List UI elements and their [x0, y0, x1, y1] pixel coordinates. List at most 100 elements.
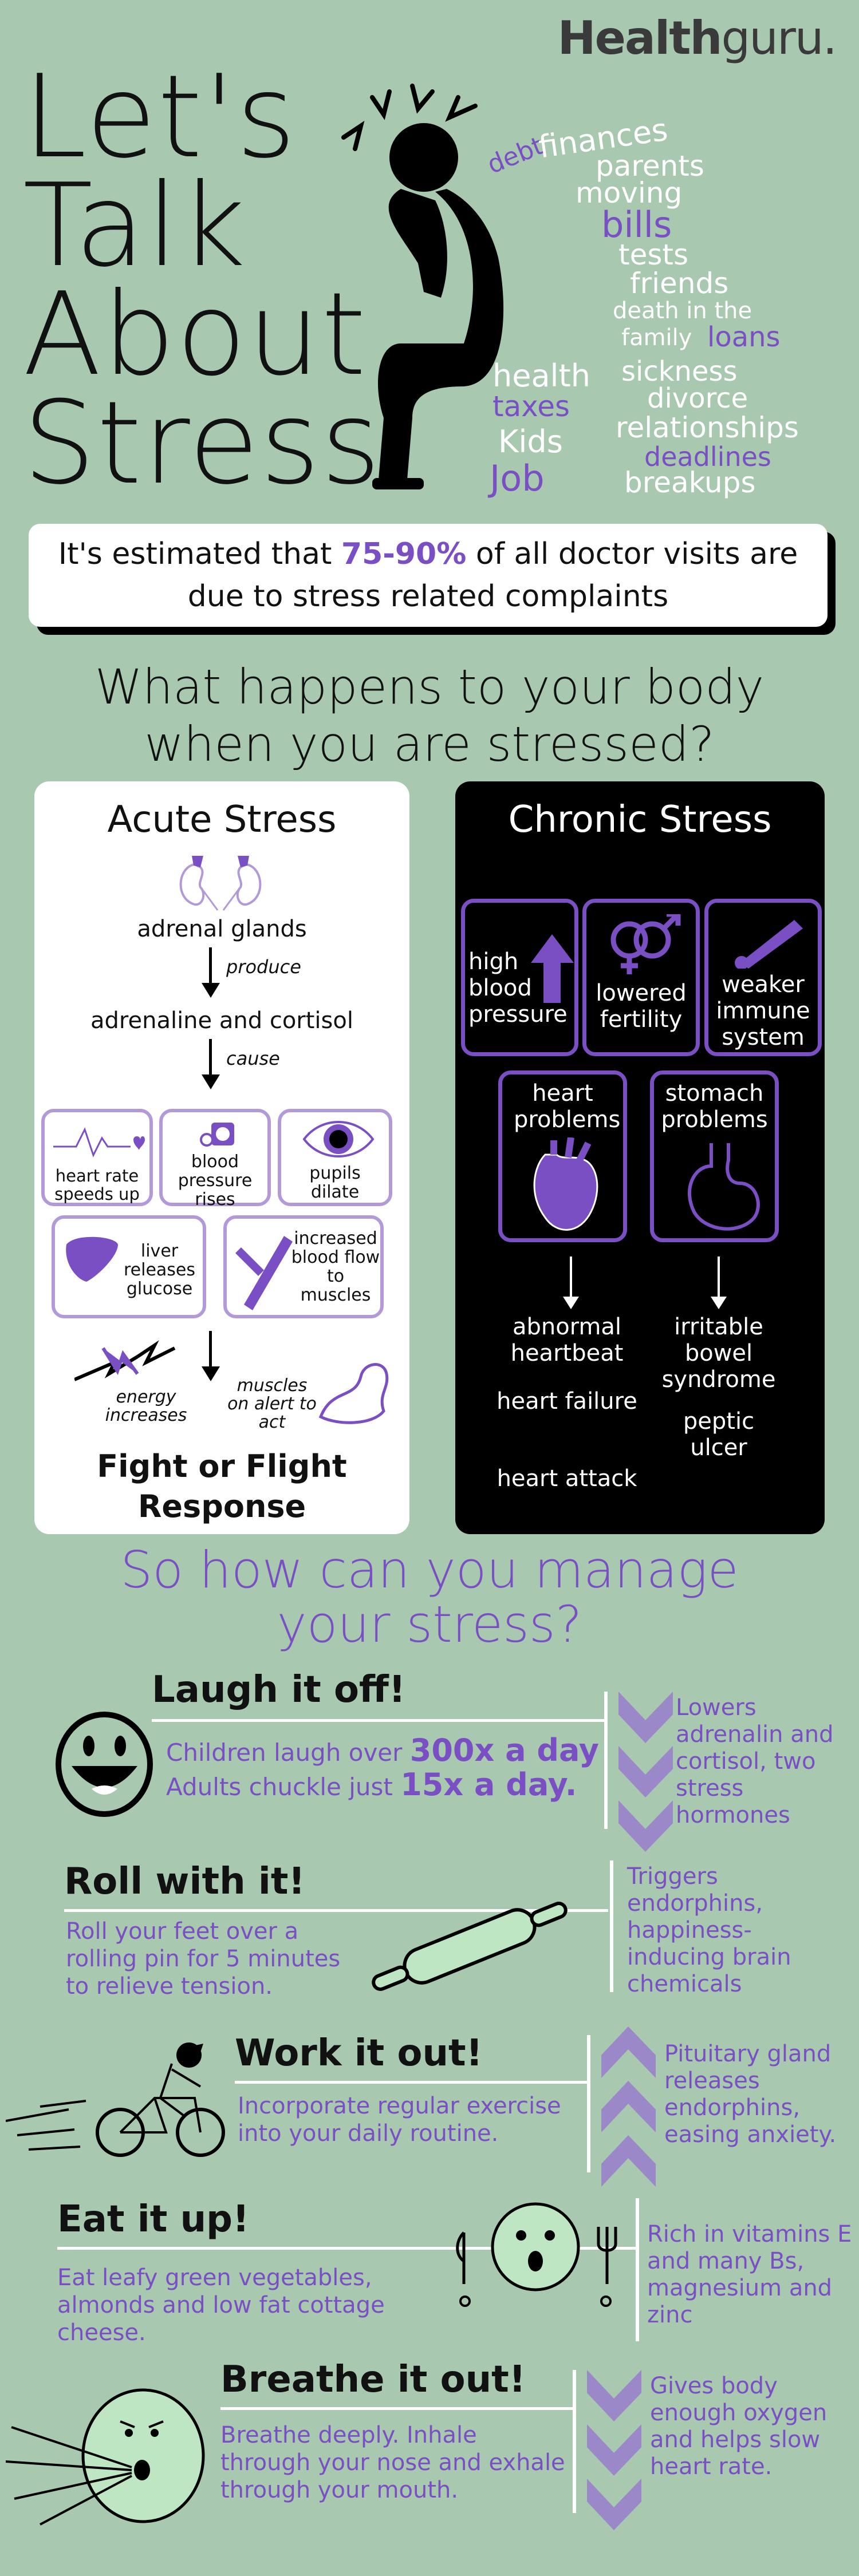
heart-rate-box: heart rate speeds up [41, 1109, 153, 1206]
heart-problems-label: heart problems [514, 1080, 621, 1133]
divider [587, 2035, 590, 2172]
tip-text: Children laugh over [166, 1739, 410, 1767]
liver-label: liver releases glucose [123, 1241, 196, 1299]
heart-rate-label: heart rate speeds up [54, 1166, 140, 1204]
divider [604, 1692, 608, 1829]
stressor-sickness: sickness [621, 355, 738, 388]
pupils-label: pupils dilate [309, 1163, 361, 1202]
divider [64, 1909, 608, 1912]
divider [610, 1860, 613, 1992]
tip-laugh-text: Children laugh over 300x a day Adults ch… [166, 1735, 599, 1803]
lightning-icon [74, 1340, 176, 1381]
tip-stat: 300x a day [409, 1732, 599, 1768]
blood-flow-box: increased blood flow to muscles [223, 1215, 384, 1318]
stressor-health: health [492, 358, 590, 394]
tip-text: Adults chuckle just [166, 1773, 401, 1801]
flow-arrow [209, 1331, 212, 1371]
blood-pressure-icon [200, 1123, 234, 1147]
stomach-problems-label: stomach problems [661, 1080, 768, 1133]
stressor-kids: Kids [498, 424, 563, 460]
stressor-breakups: breakups [624, 466, 756, 499]
stressor-taxes: taxes [492, 390, 570, 423]
cyclist-icon [6, 2042, 225, 2157]
heart-outcome: heart attack [497, 1465, 637, 1492]
fight-flight-line2: Response [137, 1488, 306, 1524]
tip-work-title: Work it out! [235, 2032, 483, 2075]
rolling-pin-icon [372, 1902, 568, 1991]
tip-breathe-title: Breathe it out! [220, 2358, 526, 2401]
kidney-icon [179, 856, 262, 911]
logo-light: guru. [721, 11, 837, 65]
stressor-deadlines: deadlines [644, 441, 771, 472]
tip-work-benefit: Pituitary gland releases endorphins, eas… [664, 2041, 837, 2148]
divider [57, 2247, 639, 2250]
gender-symbols-icon [610, 914, 681, 974]
tip-roll-title: Roll with it! [64, 1860, 305, 1903]
immune-system-label: weaker immune system [716, 971, 810, 1050]
fight-flight-line1: Fight or Flight [97, 1448, 347, 1484]
cause-label: cause [226, 1048, 280, 1069]
stressor-divorce: divorce [647, 382, 748, 414]
healthguru-logo[interactable]: Healthguru. [557, 11, 837, 65]
tip-breathe-text: Breathe deeply. Inhale through your nose… [220, 2422, 565, 2503]
stressor-bills: bills [601, 204, 672, 246]
divider [235, 2081, 587, 2084]
tip-eat-text: Eat leafy green vegetables, almonds and … [57, 2265, 385, 2346]
blood-flow-label: increased blood flow to muscles [291, 1228, 380, 1305]
stressed-person-icon [341, 84, 504, 489]
eating-face-icon [456, 2202, 617, 2307]
stressor-death: death in the [613, 298, 752, 324]
heart-outcome: heart failure [497, 1388, 637, 1415]
divider [573, 2370, 576, 2513]
title-line: Let's [23, 50, 297, 184]
stat-text: due to stress related complaints [187, 579, 669, 614]
eye-icon [302, 1121, 375, 1157]
flow-arrow [570, 1257, 572, 1299]
stressor-friends: friends [630, 267, 729, 300]
tip-stat: 15x a day. [400, 1767, 577, 1803]
stressor-loans: loans [707, 321, 781, 353]
chronic-title: Chronic Stress [508, 799, 772, 841]
logo-initial: H [557, 11, 596, 65]
divider [152, 1719, 604, 1722]
produce-label: produce [226, 956, 301, 978]
arrow-head [202, 983, 220, 998]
divider [220, 2407, 573, 2410]
divider [636, 2198, 639, 2341]
breathing-face-icon [6, 2388, 205, 2526]
immune-system-box: weaker immune system [704, 899, 822, 1056]
down-chevrons-icon [587, 2370, 641, 2530]
down-chevrons-icon [618, 1692, 673, 1852]
heart-outcome: abnormal heartbeat [510, 1314, 624, 1366]
heart-organ-icon [533, 1137, 598, 1231]
blood-vessel-icon [235, 1236, 293, 1310]
chronic-stress-panel: Chronic Stress high blood pressure lower… [455, 781, 825, 1534]
stomach-problems-box: stomach problems [650, 1070, 779, 1242]
laughing-face-icon [56, 1712, 153, 1817]
stomach-outcome: irritable bowel syndrome [661, 1314, 776, 1393]
arrow-head [202, 1074, 220, 1089]
pupils-box: pupils dilate [278, 1109, 392, 1206]
acute-title: Acute Stress [107, 799, 337, 841]
stomach-icon [687, 1143, 760, 1231]
stressor-relationships: relationships [616, 411, 799, 444]
stat-value: 75-90% [341, 537, 467, 571]
stressor-family: family [621, 325, 692, 351]
page-title: Let's Talk About Stress [23, 50, 382, 501]
up-chevrons-icon [601, 2026, 656, 2187]
tip-laugh-benefit: Lowers adrenalin and cortisol, two stres… [676, 1694, 834, 1828]
tip-breathe-benefit: Gives body enough oxygen and helps slow … [650, 2373, 828, 2480]
arrow-head [563, 1297, 579, 1309]
blood-pressure-label: blood pressure rises [178, 1152, 253, 1210]
flow-arrow [718, 1257, 720, 1299]
flow-arrow [209, 1039, 212, 1079]
statistic-callout: It's estimated that 75-90% of all doctor… [29, 524, 828, 627]
tip-roll-text: Roll your feet over a rolling pin for 5 … [66, 1918, 341, 2000]
energy-label: energy increases [105, 1387, 187, 1425]
logo-main: ealth [594, 11, 723, 65]
tip-eat-benefit: Rich in vitamins E and many Bs, magnesiu… [647, 2221, 852, 2328]
stressor-tests: tests [618, 238, 689, 271]
blood-pressure-box: blood pressure rises [159, 1109, 271, 1210]
tip-roll-benefit: Triggers endorphins, happiness-inducing … [627, 1863, 791, 1997]
flow-arrow [209, 947, 212, 987]
